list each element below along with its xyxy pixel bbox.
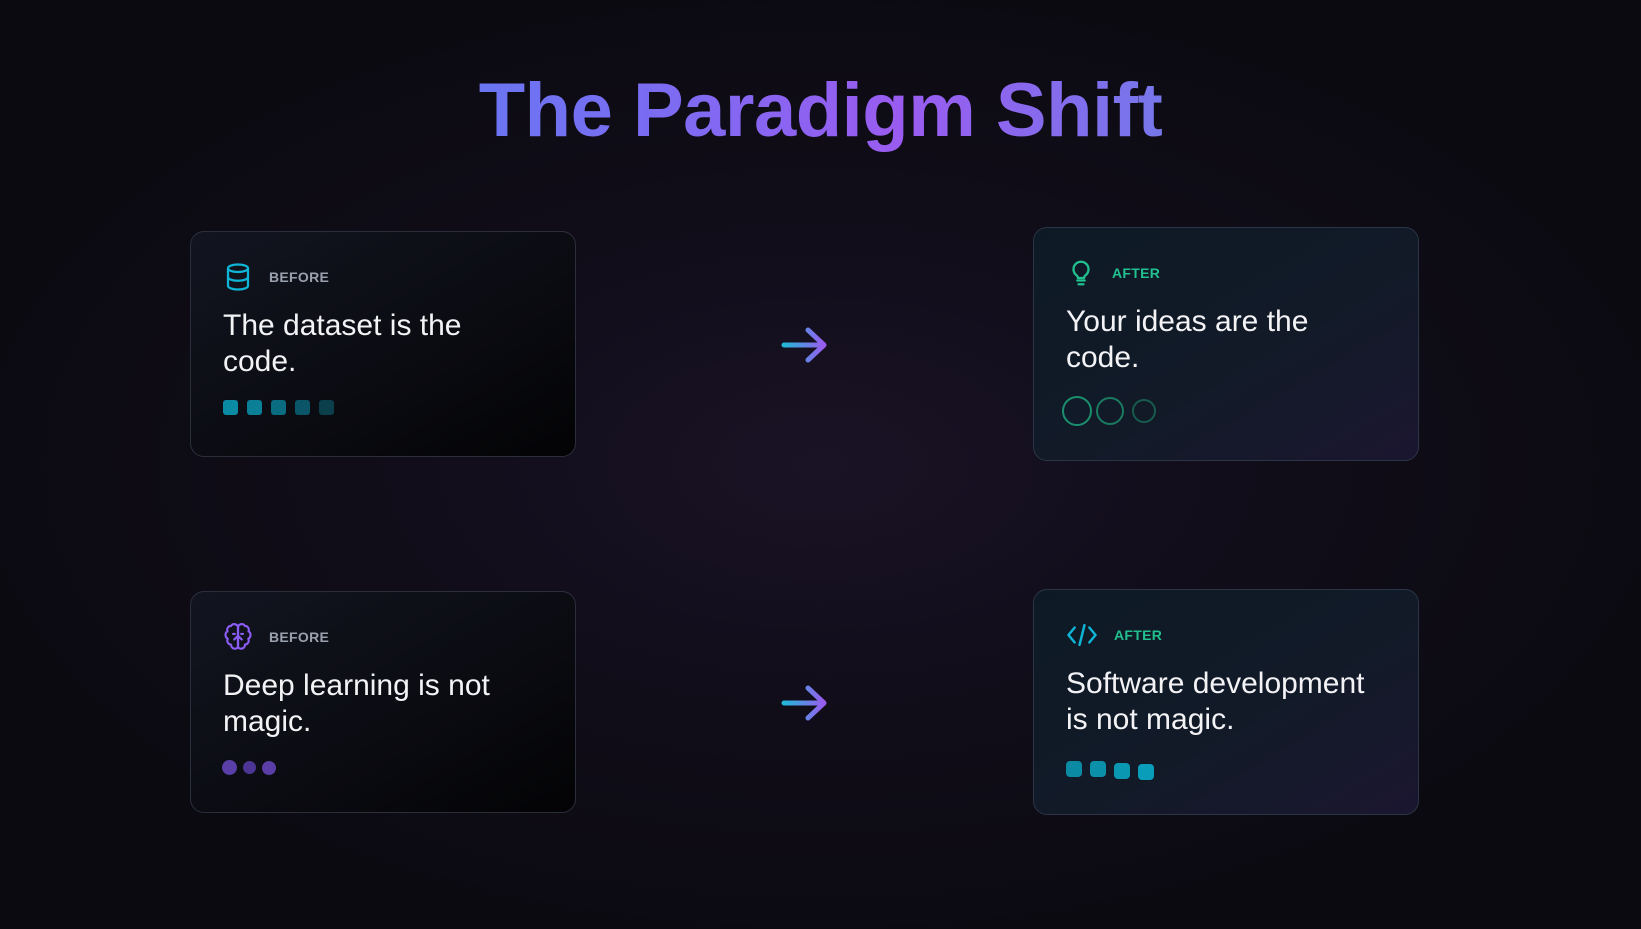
after-card-ideas: AFTER Your ideas are the code. [1033,227,1419,461]
after-statement: Software development is not magic. [1066,667,1365,736]
before-card-deep-learning: BEFORE Deep learning is not magic. [190,591,576,813]
database-icon [223,262,253,292]
after-card-software: AFTER Software development is not magic. [1033,589,1419,815]
after-tag: AFTER [1114,627,1163,643]
before-statement: Deep learning is not magic. [223,669,490,738]
code-icon [1066,620,1098,650]
before-tag: BEFORE [269,269,330,285]
lightbulb-icon [1066,258,1096,288]
arrow-right-icon [781,685,827,721]
page-title: The Paradigm Shift [0,66,1641,156]
before-card-dataset: BEFORE The dataset is the code. [190,231,576,457]
before-statement: The dataset is the code. [223,309,462,378]
progress-rings [1062,396,1386,426]
after-statement: Your ideas are the code. [1066,305,1309,374]
after-tag: AFTER [1112,265,1161,281]
progress-dots [222,760,543,775]
progress-squares [223,400,543,415]
progress-squares [1066,758,1386,780]
before-tag: BEFORE [269,629,330,645]
arrow-right-icon [781,327,827,363]
brain-icon [223,622,253,652]
